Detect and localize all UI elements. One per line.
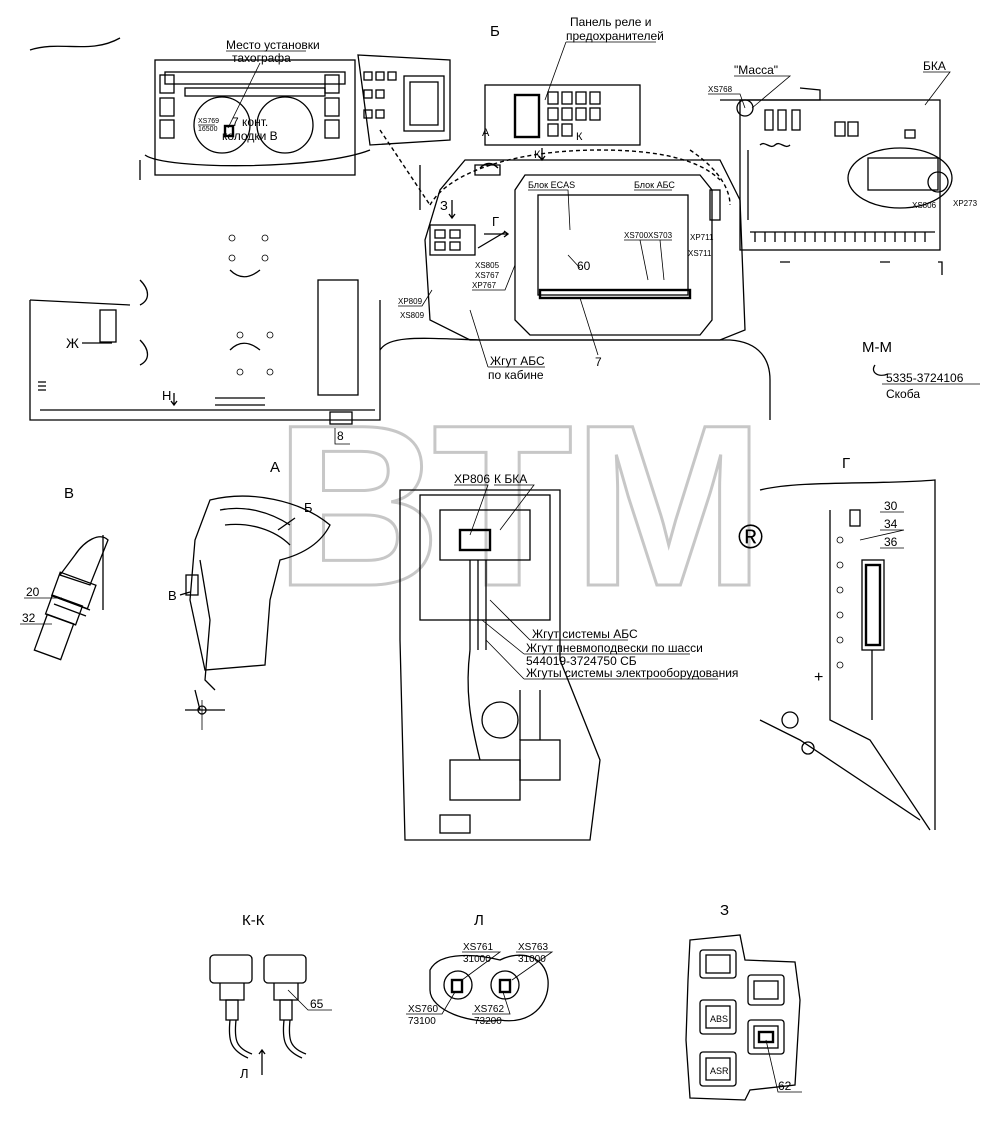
harness-electro-label: Жгуты системы электрооборудования	[526, 666, 738, 680]
xs761-sub: 31000	[463, 954, 491, 965]
xs806-label: XS806	[912, 201, 937, 210]
xs762-label: XS762	[474, 1004, 504, 1015]
xs805-label: XS805	[475, 261, 500, 270]
view-kk: К-К 65 Л	[209, 912, 332, 1081]
xs767-label: XS767	[475, 271, 500, 280]
xs763-sub: 31000	[518, 954, 546, 965]
xs700-label: XS700	[624, 231, 649, 240]
callout-8: 8	[337, 429, 344, 443]
callout-20: 20	[26, 585, 40, 599]
view-a: А Б В	[168, 459, 331, 730]
arrow-zh-label: Ж	[66, 335, 79, 351]
callout-60: 60	[577, 259, 591, 273]
pads-label-1: 7 конт.	[232, 115, 268, 129]
arrow-n-label: Н	[162, 388, 171, 403]
tacho-place-label-1: Место установки	[226, 38, 320, 52]
center-view: XP806 К БКА Жгут системы АБС Жгут пневмо…	[399, 472, 738, 841]
xs769-label: XS769	[198, 118, 219, 125]
section-l-label: Л	[474, 912, 484, 929]
xs703-label: XS703	[648, 231, 673, 240]
section-v-label: В	[64, 485, 74, 502]
abs-harness-label-2: по кабине	[488, 368, 544, 382]
xs761-label: XS761	[463, 942, 493, 953]
view-z: З ABS ASR 62	[685, 902, 802, 1101]
callout-30: 30	[884, 499, 898, 513]
view-mm: М-М 5335-3724106 Скоба	[862, 339, 980, 401]
button-asr: ASR	[710, 1066, 729, 1076]
harness-pneumo-part: 544019-3724750 СБ	[526, 654, 637, 668]
tacho-place-label-2: тахографа	[232, 51, 291, 65]
xs711-label: XS711	[688, 249, 712, 258]
xp767-label: XP767	[472, 281, 497, 290]
top-right-view: "Масса" БКА XS768 XS806 XP273	[708, 59, 978, 275]
arrow-l-label: Л	[240, 1066, 249, 1081]
view-a-label-v: В	[168, 588, 177, 603]
xp273-label: XP273	[953, 199, 978, 208]
section-mm-label: М-М	[862, 339, 892, 356]
relay-panel-label-2: предохранителей	[566, 29, 664, 43]
section-a-label: А	[270, 459, 280, 476]
xs809-label: XS809	[400, 311, 425, 320]
callout-36: 36	[884, 535, 898, 549]
xs760-sub: 73100	[408, 1016, 436, 1027]
ecas-block-label: Блок ECAS	[528, 180, 575, 190]
mm-name-label: Скоба	[886, 387, 920, 401]
xp806-label: XP806	[454, 472, 490, 486]
watermark: ВТМ ®	[274, 376, 766, 636]
bka-label: БКА	[923, 59, 946, 73]
section-g-label: Г	[842, 455, 850, 472]
arrow-a-label: А	[482, 127, 490, 139]
arrow-z-label: З	[440, 198, 448, 213]
callout-32: 32	[22, 611, 36, 625]
xs763-label: XS763	[518, 942, 548, 953]
watermark-text: ВТМ	[275, 377, 764, 634]
button-abs: ABS	[710, 1014, 728, 1024]
view-l: Л XS761 31000 XS763 31000 XS760 73100 XS…	[406, 912, 554, 1027]
section-kk-label: К-К	[242, 912, 265, 929]
harness-abs-label: Жгут системы АБС	[532, 627, 638, 641]
top-left-view: Место установки тахографа XS769 16500 7 …	[29, 37, 451, 445]
xs760-label: XS760	[408, 1004, 438, 1015]
top-center-view: Б Панель реле и предохранителей А К К З	[379, 15, 771, 420]
section-z-label: З	[720, 902, 729, 919]
view-a-label-b: Б	[304, 500, 313, 515]
watermark-reg: ®	[738, 518, 763, 556]
callout-65: 65	[310, 997, 324, 1011]
abs-block-label: Блок АБС	[634, 180, 675, 190]
callout-34: 34	[884, 517, 898, 531]
relay-panel-label-1: Панель реле и	[570, 15, 651, 29]
xs762-sub: 73200	[474, 1016, 502, 1027]
view-v: В 20 32	[20, 485, 109, 661]
pads-label-2: колодки В	[222, 129, 278, 143]
callout-62: 62	[778, 1079, 792, 1093]
mm-part-label: 5335-3724106	[886, 371, 964, 385]
mass-label: "Масса"	[734, 63, 778, 77]
xs768-label: XS768	[708, 85, 733, 94]
view-g: Г 30 34 36 +	[759, 455, 936, 831]
callout-7: 7	[595, 355, 602, 369]
arrow-g-label: Г	[492, 214, 499, 229]
section-b-label: Б	[490, 23, 500, 40]
xp711-label: XP711	[690, 233, 714, 242]
plus-sign: +	[814, 669, 823, 686]
xp809-label: XP809	[398, 297, 423, 306]
to-bka-label: К БКА	[494, 472, 527, 486]
arrow-k-upper-label: К	[576, 131, 583, 143]
xs769-sub: 16500	[198, 126, 218, 133]
harness-pneumo-label: Жгут пневмоподвески по шасси	[526, 641, 703, 655]
abs-harness-label-1: Жгут АБС	[490, 354, 545, 368]
